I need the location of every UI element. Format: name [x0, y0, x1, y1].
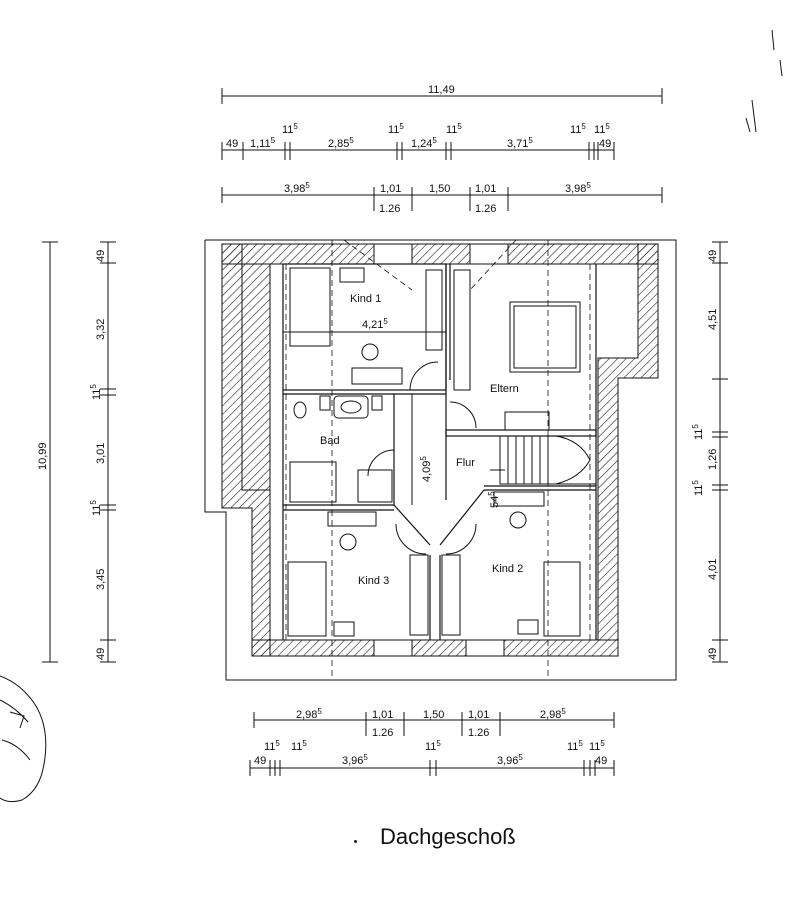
dim-label: 3,985: [284, 181, 310, 195]
dim-label: 3,985: [565, 181, 591, 195]
dim-inner-kind1: 4,215: [362, 317, 388, 331]
outer-outline: [204, 239, 677, 681]
furniture: [287, 267, 581, 637]
dim-label: 1,01: [468, 709, 489, 721]
dim-label: 1,26: [707, 449, 719, 470]
dim-label: 3,45: [95, 569, 107, 590]
dim-label: 49: [599, 138, 611, 150]
dim-label: 1.26: [468, 727, 489, 739]
dim-label: 3,01: [95, 443, 107, 464]
dim-label: 1.26: [372, 727, 393, 739]
dim-label: 115: [291, 739, 307, 753]
interior-walls: [282, 263, 597, 640]
room-label-kind3: Kind 3: [358, 575, 389, 587]
room-label-flur: Flur: [456, 457, 475, 469]
dim-label: 49: [254, 755, 266, 767]
dim-label: 4,51: [707, 309, 719, 330]
room-label-kind1: Kind 1: [350, 293, 381, 305]
staircase: [490, 435, 597, 485]
desk-kind3: [327, 511, 377, 527]
dim-inner-small: 545: [487, 491, 501, 508]
bed-kind3: [287, 561, 327, 637]
dim-inner-flur: 4,095: [419, 456, 433, 482]
dim-label: 2,855: [328, 136, 354, 150]
exterior-walls: [221, 243, 659, 657]
toilet: [293, 401, 307, 419]
doors: [367, 361, 477, 555]
dim-label: 49: [95, 648, 107, 660]
dim-label: 2,985: [540, 707, 566, 721]
dim-label: 2,985: [296, 707, 322, 721]
dim-label: 49: [226, 138, 238, 150]
dim-label: 1,01: [475, 183, 496, 195]
dimension-right: [712, 241, 728, 663]
dim-label: 115: [570, 122, 586, 136]
dim-label: 1.26: [379, 203, 400, 215]
dim-label: 49: [707, 648, 719, 660]
wardrobe-eltern: [453, 269, 471, 391]
wardrobe-kind2: [441, 554, 461, 636]
page-title: Dachgeschoß: [380, 824, 516, 849]
dim-label: 1.26: [475, 203, 496, 215]
dim-label: 115: [264, 739, 280, 753]
scribble-mark: [0, 675, 47, 803]
dim-label: 49: [707, 250, 719, 262]
bed-eltern: [509, 301, 581, 373]
dim-label: 1,50: [429, 183, 450, 195]
dim-label: 115: [425, 739, 441, 753]
dim-label: 4,01: [707, 559, 719, 580]
dim-label: 115: [89, 384, 103, 400]
wardrobe-kind1: [425, 269, 443, 351]
dim-label: 115: [691, 480, 705, 496]
dresser-eltern: [504, 411, 550, 431]
dim-label: 115: [691, 424, 705, 440]
room-label-kind2: Kind 2: [492, 563, 523, 575]
dimension-top: [221, 88, 663, 211]
dim-label: 115: [567, 739, 583, 753]
bed-kind2: [543, 561, 581, 637]
dim-label: 1,01: [372, 709, 393, 721]
dim-label: 49: [595, 755, 607, 767]
dim-left-total: 10,99: [37, 442, 49, 470]
dim-label: 3,965: [342, 753, 368, 767]
dim-label: 3,965: [497, 753, 523, 767]
dim-label: 115: [594, 122, 610, 136]
shower: [289, 461, 337, 503]
roof-lines: [285, 239, 591, 680]
dim-label: 115: [446, 122, 462, 136]
dim-label: 115: [282, 122, 298, 136]
desk-kind2: [493, 491, 545, 507]
dim-label: 1,01: [380, 183, 401, 195]
bathtub: [357, 469, 393, 503]
dimension-bottom: [249, 712, 615, 776]
dim-label: 115: [589, 739, 605, 753]
dim-top-total: 11,49: [428, 84, 455, 96]
dimension-left: [42, 241, 116, 663]
wardrobe-kind3: [409, 554, 429, 636]
room-label-bad: Bad: [320, 435, 340, 447]
dim-label: 115: [89, 500, 103, 516]
bullet-dot: [354, 840, 357, 843]
dim-label: 3,715: [507, 136, 533, 150]
dim-label: 1,50: [423, 709, 444, 721]
edge-marks: [745, 29, 783, 133]
desk-kind1: [351, 367, 403, 385]
dim-label: 3,32: [95, 319, 107, 340]
dim-label: 1,115: [250, 136, 276, 150]
dim-label: 1,245: [411, 136, 437, 150]
bed-kind1: [289, 267, 331, 347]
sink: [333, 395, 369, 419]
dim-label: 49: [95, 250, 107, 262]
room-label-eltern: Eltern: [490, 383, 519, 395]
dim-label: 115: [388, 122, 404, 136]
